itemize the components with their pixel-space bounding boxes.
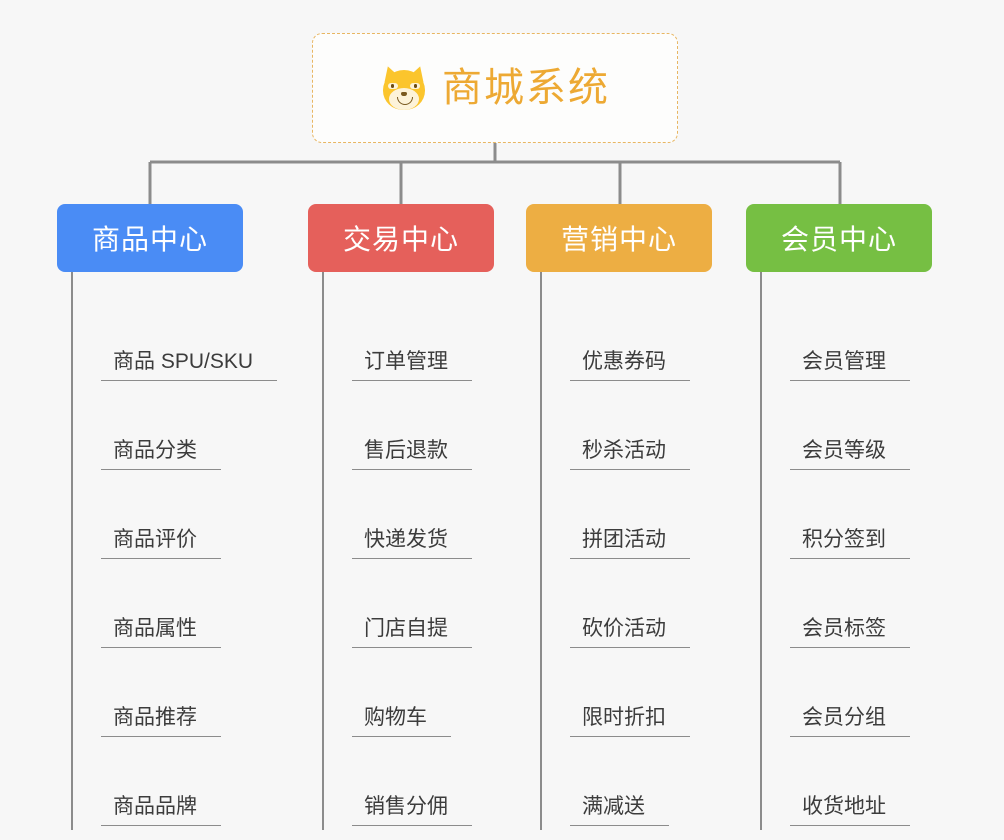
category-label: 交易中心 (342, 224, 459, 255)
list-item[interactable]: 拼团活动 (542, 474, 712, 563)
list-item[interactable]: 会员分组 (762, 652, 932, 741)
item-label: 商品品牌 (101, 795, 221, 826)
list-item[interactable]: 商品属性 (73, 563, 243, 652)
list-item[interactable]: 售后退款 (324, 385, 494, 474)
list-item[interactable]: 限时折扣 (542, 652, 712, 741)
item-label: 会员标签 (790, 617, 910, 648)
item-label: 优惠券码 (570, 350, 690, 381)
item-label: 积分签到 (790, 528, 910, 559)
list-item[interactable]: 商品分类 (73, 385, 243, 474)
item-label: 砍价活动 (570, 617, 690, 648)
list-item[interactable]: 门店自提 (324, 563, 494, 652)
list-item[interactable]: 秒杀活动 (542, 385, 712, 474)
list-item[interactable]: 满减送 (542, 741, 712, 830)
item-label: 拼团活动 (570, 528, 690, 559)
shiba-dog-icon (380, 63, 428, 112)
item-label: 商品 SPU/SKU (101, 350, 278, 381)
category-column-marketing: 营销中心 优惠券码 秒杀活动 拼团活动 砍价活动 限时折扣 满减送 (526, 204, 712, 830)
item-label: 商品分类 (101, 439, 221, 470)
item-label: 售后退款 (352, 439, 472, 470)
item-label: 商品属性 (101, 617, 221, 648)
category-column-member: 会员中心 会员管理 会员等级 积分签到 会员标签 会员分组 收货地址 (746, 204, 932, 830)
list-item[interactable]: 会员管理 (762, 296, 932, 385)
list-item[interactable]: 商品品牌 (73, 741, 243, 830)
category-label: 营销中心 (560, 224, 677, 255)
item-label: 秒杀活动 (570, 439, 690, 470)
list-item[interactable]: 订单管理 (324, 296, 494, 385)
list-item[interactable]: 商品推荐 (73, 652, 243, 741)
list-item[interactable]: 购物车 (324, 652, 494, 741)
item-label: 订单管理 (352, 350, 472, 381)
list-item[interactable]: 积分签到 (762, 474, 932, 563)
item-label: 销售分佣 (352, 795, 472, 826)
category-items-trade: 订单管理 售后退款 快递发货 门店自提 购物车 销售分佣 (322, 272, 494, 830)
item-label: 会员管理 (790, 350, 910, 381)
item-label: 会员分组 (790, 706, 910, 737)
category-header-trade[interactable]: 交易中心 (308, 204, 494, 272)
list-item[interactable]: 会员标签 (762, 563, 932, 652)
list-item[interactable]: 商品 SPU/SKU (73, 296, 278, 385)
category-items-product: 商品 SPU/SKU 商品分类 商品评价 商品属性 商品推荐 商品品牌 (71, 272, 278, 830)
root-title: 商城系统 (442, 66, 610, 110)
category-label: 商品中心 (91, 224, 208, 255)
item-label: 商品推荐 (101, 706, 221, 737)
list-item[interactable]: 收货地址 (762, 741, 932, 830)
category-header-member[interactable]: 会员中心 (746, 204, 932, 272)
category-label: 会员中心 (780, 224, 897, 255)
item-label: 限时折扣 (570, 706, 690, 737)
list-item[interactable]: 优惠券码 (542, 296, 712, 385)
list-item[interactable]: 会员等级 (762, 385, 932, 474)
list-item[interactable]: 销售分佣 (324, 741, 494, 830)
list-item[interactable]: 砍价活动 (542, 563, 712, 652)
item-label: 快递发货 (352, 528, 472, 559)
category-items-marketing: 优惠券码 秒杀活动 拼团活动 砍价活动 限时折扣 满减送 (540, 272, 712, 830)
category-items-member: 会员管理 会员等级 积分签到 会员标签 会员分组 收货地址 (760, 272, 932, 830)
item-label: 门店自提 (352, 617, 472, 648)
item-label: 满减送 (570, 795, 669, 826)
item-label: 购物车 (352, 706, 451, 737)
category-column-trade: 交易中心 订单管理 售后退款 快递发货 门店自提 购物车 销售分佣 (308, 204, 494, 830)
category-column-product: 商品中心 商品 SPU/SKU 商品分类 商品评价 商品属性 商品推荐 商品品牌 (57, 204, 278, 830)
item-label: 商品评价 (101, 528, 221, 559)
category-header-marketing[interactable]: 营销中心 (526, 204, 712, 272)
list-item[interactable]: 快递发货 (324, 474, 494, 563)
item-label: 会员等级 (790, 439, 910, 470)
item-label: 收货地址 (790, 795, 910, 826)
category-header-product[interactable]: 商品中心 (57, 204, 243, 272)
root-node[interactable]: 商城系统 (312, 33, 678, 143)
list-item[interactable]: 商品评价 (73, 474, 243, 563)
